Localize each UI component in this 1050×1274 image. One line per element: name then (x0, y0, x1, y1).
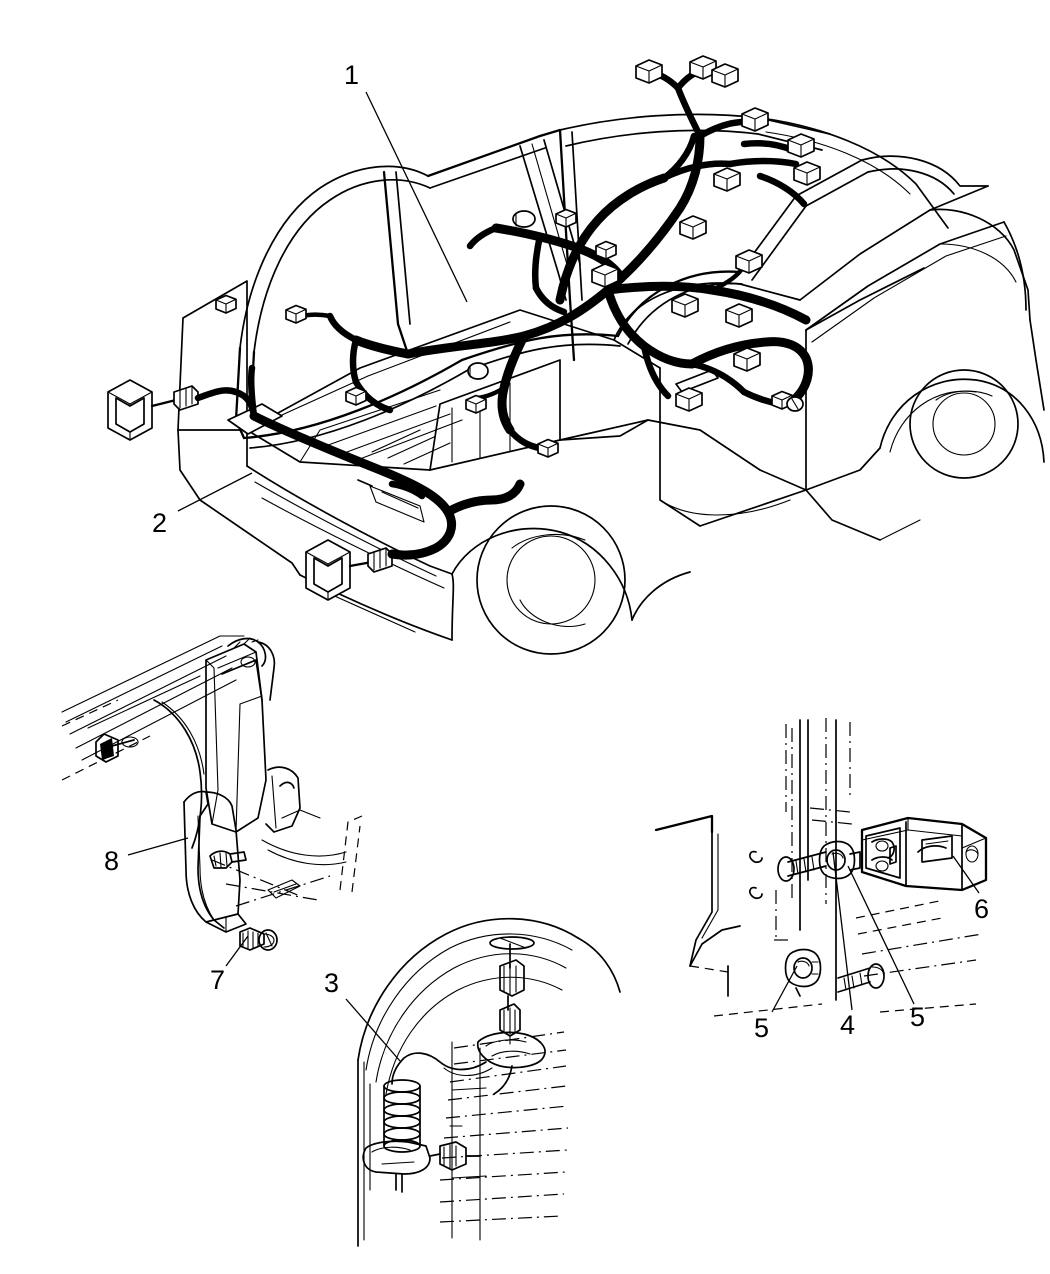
harness-main-body (293, 66, 813, 452)
callout-number-5-right[interactable]: 5 (910, 1002, 926, 1032)
callout-number-2[interactable]: 2 (152, 508, 168, 538)
callout-number-3[interactable]: 3 (324, 968, 340, 998)
body-outline (177, 185, 1045, 655)
harness-rear-quarter (247, 364, 525, 560)
callout-number-1[interactable]: 1 (344, 60, 360, 90)
roll-bar (227, 113, 989, 449)
door-striker-bracket (860, 816, 988, 892)
harness-connectors (215, 55, 821, 458)
coiled-wire (383, 1079, 421, 1153)
tail-lamp-upper (107, 379, 258, 441)
callout-number-8[interactable]: 8 (104, 846, 120, 876)
detail-view-tailgate-wire (357, 917, 621, 1247)
callout-leaders (127, 91, 980, 1062)
striker-bushing-lower (784, 948, 822, 997)
rear-panel-details (357, 479, 425, 523)
callout-number-6[interactable]: 6 (974, 894, 990, 924)
callout-number-4[interactable]: 4 (840, 1010, 856, 1040)
striker-screw-upper (777, 851, 827, 882)
callout-number-7[interactable]: 7 (210, 965, 226, 995)
detail-view-door-striker (654, 718, 988, 1017)
tail-lamp-lower (305, 539, 393, 601)
striker-screw-lower (837, 963, 885, 993)
striker-bushing-upper (818, 840, 861, 880)
vehicle-main-view (107, 55, 1045, 655)
callout-number-5-left[interactable]: 5 (754, 1013, 770, 1043)
detail-view-quarter-trim (61, 635, 363, 951)
